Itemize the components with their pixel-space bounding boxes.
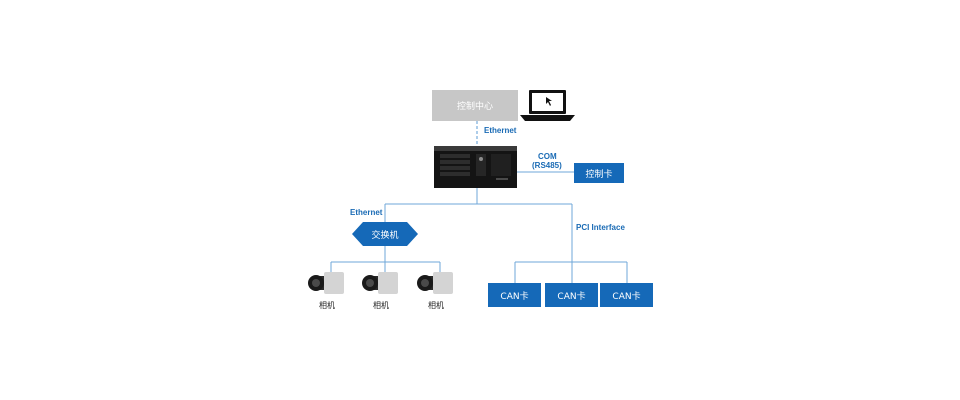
control-card-box: 控制卡 xyxy=(574,163,624,183)
control-center-label: 控制中心 xyxy=(456,102,493,112)
industrial-pc-icon xyxy=(434,146,517,188)
laptop-icon xyxy=(520,90,575,121)
switch-shape xyxy=(352,222,418,246)
switch-label-wrap: 交换机 xyxy=(352,222,418,246)
camera-icon xyxy=(362,272,398,294)
control-card-label: 控制卡 xyxy=(585,169,613,180)
camera-label: 相机 xyxy=(428,301,444,310)
camera-icon xyxy=(308,272,344,294)
can-card-label: CAN卡 xyxy=(500,291,529,302)
ethernet-left-label: Ethernet xyxy=(350,208,383,217)
control-center-box: 控制中心 xyxy=(432,90,518,121)
camera-label: 相机 xyxy=(319,301,335,310)
camera-label: 相机 xyxy=(373,301,389,310)
can-card-label: CAN卡 xyxy=(612,291,641,302)
can-card-box: CAN卡 xyxy=(545,283,598,307)
camera-icon xyxy=(417,272,453,294)
ethernet-top-label: Ethernet xyxy=(484,126,517,135)
com-label: COM xyxy=(538,152,557,161)
rs485-label: (RS485) xyxy=(532,161,562,170)
can-card-box: CAN卡 xyxy=(600,283,653,307)
can-card-label: CAN卡 xyxy=(557,291,586,302)
pci-interface-label: PCI Interface xyxy=(576,223,625,232)
switch-label: 交换机 xyxy=(371,230,399,241)
can-card-box: CAN卡 xyxy=(488,283,541,307)
